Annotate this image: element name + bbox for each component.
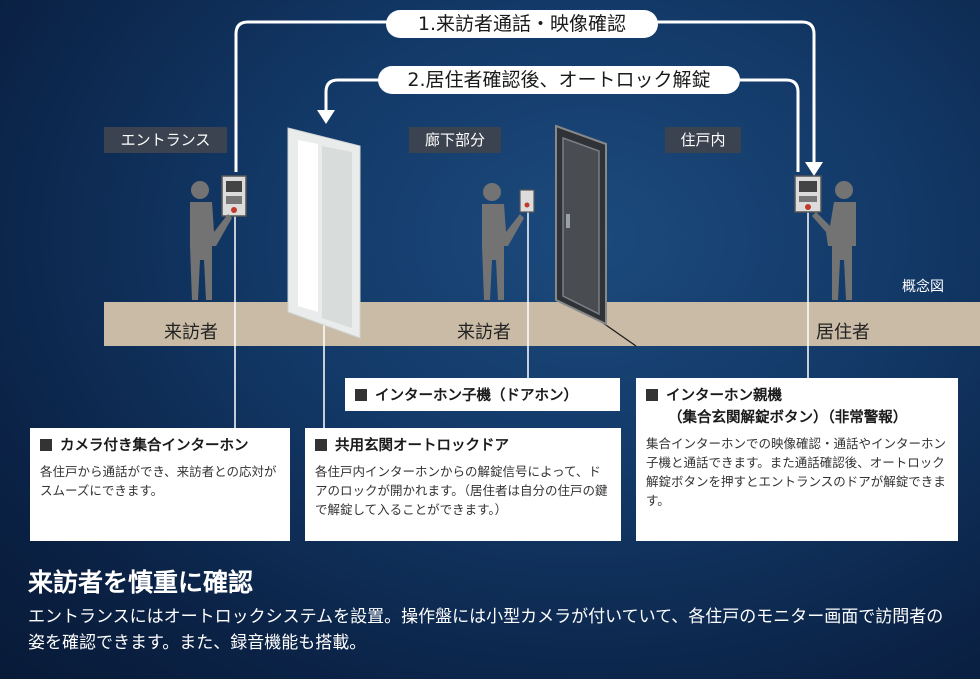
intercom-master-unit-icon [794, 175, 822, 213]
headline: 来訪者を慎重に確認 [28, 568, 254, 597]
floor-label-visitor-entrance: 来訪者 [164, 322, 218, 343]
caption-shared-door: 共用玄関オートロックドア 各住戸内インターホンからの解錠信号によって、ドアのロッ… [305, 428, 621, 541]
camera-intercom-panel-icon [221, 175, 247, 217]
caption-master-unit-subtitle: （集合玄関解錠ボタン）（非常警報） [668, 410, 908, 426]
call-arrow-label: 1.来訪者通話・映像確認 [386, 10, 658, 38]
concept-diagram-label: 概念図 [902, 279, 944, 295]
entrance-glass-door [287, 127, 361, 339]
unlock-arrowhead [317, 110, 335, 124]
floor-label-resident: 居住者 [816, 322, 870, 343]
caption-shared-door-title: 共用玄関オートロックドア [335, 438, 509, 454]
visitor-entrance-figure-icon [190, 181, 232, 300]
caption-master-unit-title: インターホン親機 [666, 388, 782, 404]
caption-camera-intercom-title: カメラ付き集合インターホン [60, 438, 249, 454]
bullet-square-icon [355, 389, 367, 401]
caption-camera-intercom: カメラ付き集合インターホン 各住戸から通話ができ、来訪者との応対がスムーズにでき… [30, 428, 290, 541]
dwelling-door [555, 124, 607, 326]
caption-shared-door-body: 各住戸内インターホンからの解錠信号によって、ドアのロックが開かれます。（居住者は… [315, 464, 608, 517]
bullet-square-icon [40, 439, 52, 451]
floor-strip [104, 302, 980, 346]
caption-camera-intercom-body: 各住戸から通話ができ、来訪者との応対がスムーズにできます。 [40, 464, 277, 498]
door-phone-sub-unit-icon [519, 189, 535, 213]
caption-master-unit-body: 集合インターホンでの映像確認・通話やインターホン子機と通話できます。また通話確認… [646, 436, 947, 508]
zone-label-dwelling: 住戸内 [665, 127, 741, 153]
caption-sub-unit: インターホン子機（ドアホン） [345, 378, 620, 411]
zone-label-corridor: 廊下部分 [409, 127, 501, 153]
bullet-square-icon [315, 439, 327, 451]
zone-label-entrance: エントランス [104, 127, 227, 153]
caption-sub-unit-title: インターホン子機（ドアホン） [375, 388, 578, 404]
intercom-system-diagram [104, 110, 980, 347]
visitor-corridor-figure-icon [482, 183, 524, 300]
description: エントランスにはオートロックシステムを設置。操作盤には小型カメラが付いていて、各… [28, 607, 944, 653]
unlock-arrow-label: 2.居住者確認後、オートロック解錠 [378, 66, 740, 94]
call-arrowhead [805, 162, 823, 176]
caption-master-unit: インターホン親機 （集合玄関解錠ボタン）（非常警報） 集合インターホンでの映像確… [636, 378, 958, 541]
resident-figure-icon [812, 181, 856, 300]
floor-label-visitor-corridor: 来訪者 [457, 322, 511, 343]
bullet-square-icon [646, 389, 658, 401]
